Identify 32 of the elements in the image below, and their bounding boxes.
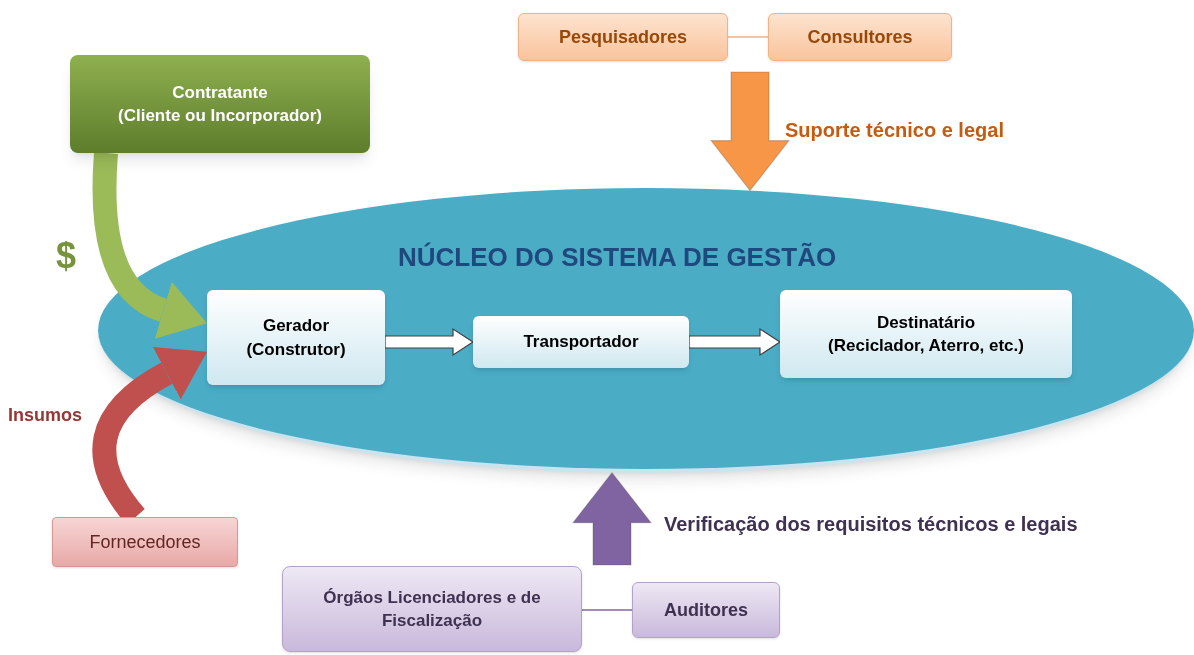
process-box	[518, 13, 728, 61]
node-label: Gerador (Construtor)	[245, 315, 347, 361]
block-arrow	[92, 152, 206, 338]
process-box	[768, 13, 952, 61]
node-label: Consultores	[807, 25, 913, 49]
process-box	[70, 55, 370, 153]
block-arrow	[688, 327, 782, 357]
process-box	[282, 566, 582, 652]
edge-label: $	[56, 236, 77, 276]
connector-line	[727, 36, 769, 38]
core-title: NÚCLEO DO SISTEMA DE GESTÃO	[398, 241, 837, 274]
edge-label: Insumos	[8, 404, 82, 427]
node-label: Auditores	[664, 598, 748, 622]
node-label: Destinatário	[876, 311, 976, 334]
block-arrow	[384, 327, 475, 357]
process-box	[207, 290, 385, 385]
node-label: Fornecedores	[89, 530, 201, 554]
connector-line	[581, 609, 633, 611]
node-label: (Cliente ou Incorporador)	[118, 105, 322, 127]
node-label: Pesquisadores	[558, 25, 688, 49]
process-box	[780, 290, 1072, 378]
node-label: Transportador	[523, 331, 639, 354]
node-label: Contratante	[172, 81, 268, 104]
node-label: Órgãos Licenciadores e de Fiscalização	[323, 586, 541, 632]
process-box	[473, 316, 689, 368]
process-box	[52, 517, 238, 567]
edge-label: Suporte técnico e legal	[785, 118, 1004, 143]
node-label: (Reciclador, Aterro, etc.)	[828, 335, 1024, 357]
process-box	[632, 582, 780, 638]
block-arrow	[709, 71, 791, 192]
edge-label: Verificação dos requisitos técnicos e legais	[664, 512, 1078, 537]
block-arrow	[571, 471, 653, 566]
